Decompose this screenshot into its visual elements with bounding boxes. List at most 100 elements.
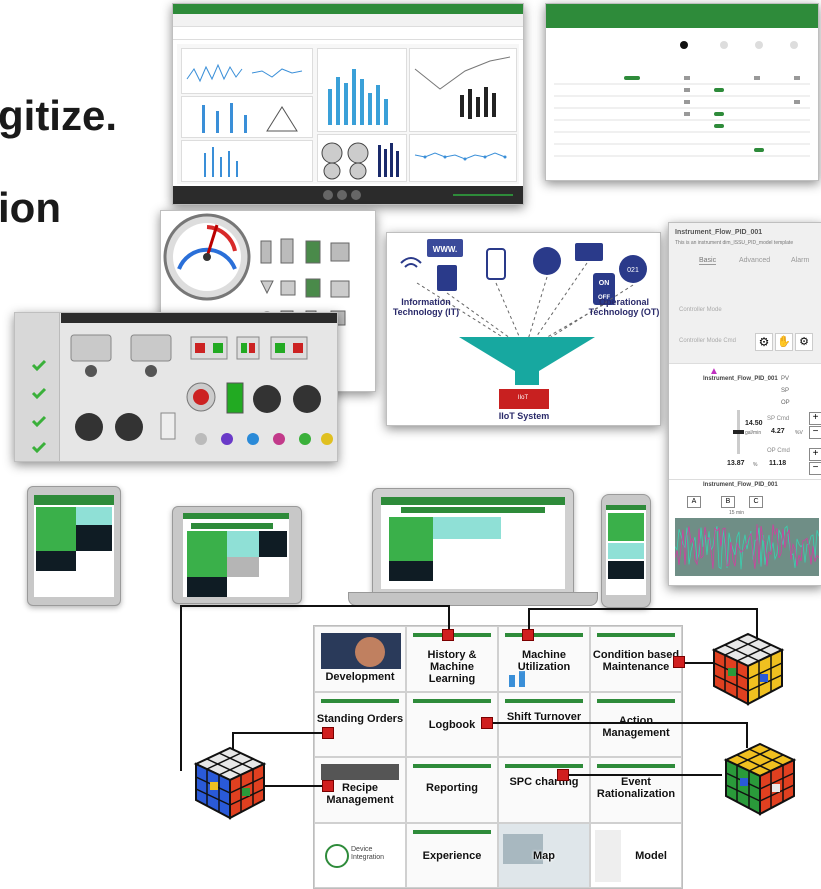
connector-line <box>486 722 748 724</box>
tile-standing-orders[interactable]: Standing Orders <box>314 691 406 757</box>
pv-unit: gal/min <box>745 430 762 436</box>
sp-cmd-label: SP Cmd <box>767 416 790 422</box>
tile-model[interactable]: Model <box>590 822 682 888</box>
it-label: Information Technology (IT) <box>392 297 460 317</box>
op-cmd-value: 11.18 <box>769 460 787 467</box>
tile-reporting[interactable]: Reporting <box>406 757 498 823</box>
connector-line <box>756 608 758 638</box>
faceplate-title: Instrument_Flow_PID_001 <box>703 376 778 382</box>
pid-tab-alarm[interactable]: Alarm <box>791 257 810 264</box>
connector-line <box>528 608 758 610</box>
tile-shift-turnover[interactable]: Shift Turnover <box>498 691 590 757</box>
connector-marker <box>322 727 334 739</box>
connector-marker <box>322 780 334 792</box>
op-cmd-label: OP Cmd <box>767 448 790 454</box>
tile-standing-orders-label: Standing Orders <box>316 712 404 725</box>
trend-chart <box>675 518 819 576</box>
off-text: OFF <box>598 295 610 301</box>
tile-shift-turnover-label: Shift Turnover <box>506 710 582 723</box>
trend-title: Instrument_Flow_PID_001 <box>703 482 778 488</box>
tile-map[interactable]: Map <box>498 822 590 888</box>
device-integration-logo-text: Device Integration <box>351 845 385 861</box>
rubiks-cube-icon <box>193 746 267 820</box>
sp-label: SP <box>781 388 790 394</box>
on-text: ON <box>599 280 610 287</box>
connector-line <box>562 774 722 776</box>
rubiks-cube-icon <box>723 742 797 816</box>
tablet-landscape-device <box>172 506 302 604</box>
device-config-screenshot <box>545 3 819 181</box>
laptop-base <box>348 592 598 606</box>
tile-event-rationalization[interactable]: Event Rationalization <box>590 757 682 823</box>
sp-increase-button[interactable]: + <box>809 412 821 425</box>
tile-device-integration[interactable]: Device Integration <box>314 822 406 888</box>
tile-map-label: Map <box>533 849 555 862</box>
tile-machine-utilization-label: Machine Utilization <box>517 649 571 673</box>
tile-spc-charting-label: SPC charting <box>509 776 579 788</box>
connector-line <box>232 732 234 752</box>
ot-label: Operational Technology (OT) <box>588 297 660 317</box>
sp-decrease-button[interactable]: − <box>809 426 821 439</box>
op-decrease-button[interactable]: − <box>809 462 821 475</box>
tile-recipe-management-label: Recipe Management <box>326 782 394 806</box>
app-tiles-grid: Development History & Machine Learning M… <box>313 625 683 889</box>
trend-button-c[interactable]: C <box>749 496 763 508</box>
connector-line <box>232 732 328 734</box>
connector-marker <box>481 717 493 729</box>
tile-experience[interactable]: Experience <box>406 822 498 888</box>
connector-marker <box>557 769 569 781</box>
iiot-badge-text: IIoT <box>518 395 529 401</box>
tile-machine-utilization[interactable]: Machine Utilization <box>498 626 590 692</box>
pid-tab-basic[interactable]: Basic <box>699 257 717 265</box>
headline-line-1: gitize. <box>0 92 118 139</box>
tile-reporting-label: Reporting <box>426 782 478 794</box>
pid-faceplate-panel: Instrument_Flow_PID_001 This is an instr… <box>668 222 821 586</box>
trend-button-b[interactable]: B <box>721 496 735 508</box>
pid-subtitle: This is an instrument dim_ISSU_PID_model… <box>675 240 794 246</box>
connector-line <box>180 605 182 771</box>
iiot-system-label: IIoT System <box>498 411 550 421</box>
device-integration-logo-icon <box>325 843 349 868</box>
trend-button-a[interactable]: A <box>687 496 701 508</box>
tile-development[interactable]: Development <box>314 626 406 692</box>
op-value: 13.87 <box>727 460 745 467</box>
connector-marker <box>442 629 454 641</box>
tile-event-rationalization-label: Event Rationalization <box>596 776 676 800</box>
op-increase-button[interactable]: + <box>809 448 821 461</box>
connector-marker <box>673 656 685 668</box>
tile-spc-charting[interactable]: SPC charting <box>498 757 590 823</box>
connector-line <box>746 722 748 748</box>
connector-line <box>448 605 450 635</box>
gears-icon[interactable]: ⚙ <box>795 333 813 351</box>
pid-tab-advanced[interactable]: Advanced <box>739 257 771 264</box>
tile-action-management-label: Action Management <box>602 714 670 739</box>
sp-cmd-value: 4.27 <box>771 428 785 435</box>
connector-line <box>680 662 720 664</box>
trend-range: 15 min <box>729 510 745 516</box>
controller-mode-cmd-label: Controller Mode Cmd <box>679 338 737 344</box>
phone-device <box>601 494 651 608</box>
gear-icon[interactable]: ⚙ <box>755 333 773 351</box>
statistics-dashboard-screenshot <box>172 3 524 205</box>
connector-marker <box>522 629 534 641</box>
op-unit: % <box>753 462 758 468</box>
hand-icon[interactable]: ✋ <box>775 333 793 351</box>
sp-unit: %V <box>795 430 803 436</box>
pv-value: 14.50 <box>745 420 763 427</box>
alarm-triangle-icon: ▲ <box>709 366 719 377</box>
tile-action-management[interactable]: Action Management <box>590 691 682 757</box>
tile-experience-label: Experience <box>422 849 482 862</box>
connector-line <box>180 605 450 607</box>
tile-history-machine-learning[interactable]: History & Machine Learning <box>406 626 498 692</box>
op-label: OP <box>781 400 790 406</box>
connector-line <box>528 608 530 636</box>
tile-model-label: Model <box>635 849 667 862</box>
connector-line <box>232 785 328 787</box>
laptop-device <box>372 488 574 594</box>
switches-buttons-screenshot <box>14 312 338 462</box>
tile-condition-based-maintenance[interactable]: Condition based Maintenance <box>590 626 682 692</box>
rubiks-cube-icon <box>711 632 785 706</box>
tablet-portrait-device <box>27 486 121 606</box>
headline-line-2: ion <box>0 184 61 231</box>
tile-cbm-label: Condition based Maintenance <box>592 649 680 673</box>
